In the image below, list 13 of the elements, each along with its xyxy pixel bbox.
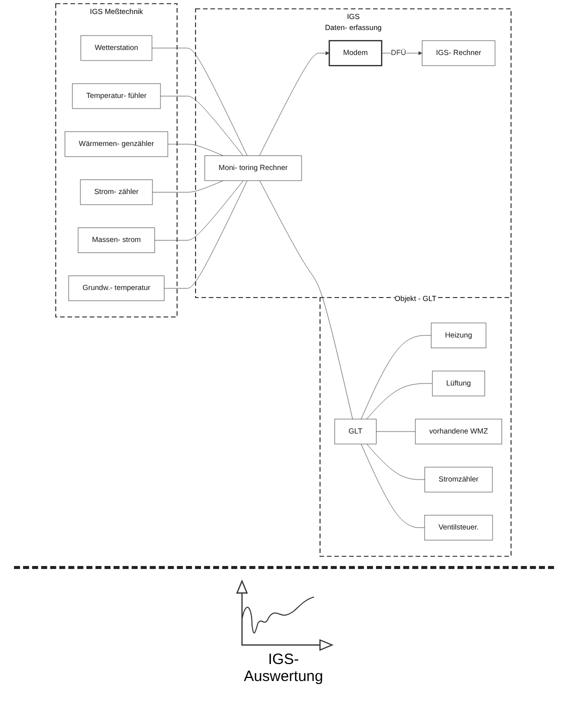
connector bbox=[260, 180, 353, 420]
connector bbox=[160, 96, 244, 156]
connector bbox=[366, 444, 426, 480]
connector bbox=[152, 180, 224, 192]
caption-text: IGS- Auswertung bbox=[242, 651, 324, 685]
connector bbox=[154, 180, 244, 240]
connector bbox=[376, 431, 416, 432]
connector bbox=[164, 180, 248, 289]
connector bbox=[360, 335, 432, 420]
connector bbox=[152, 48, 248, 156]
connector bbox=[168, 144, 224, 156]
connector bbox=[366, 383, 433, 420]
connector bbox=[360, 444, 425, 528]
